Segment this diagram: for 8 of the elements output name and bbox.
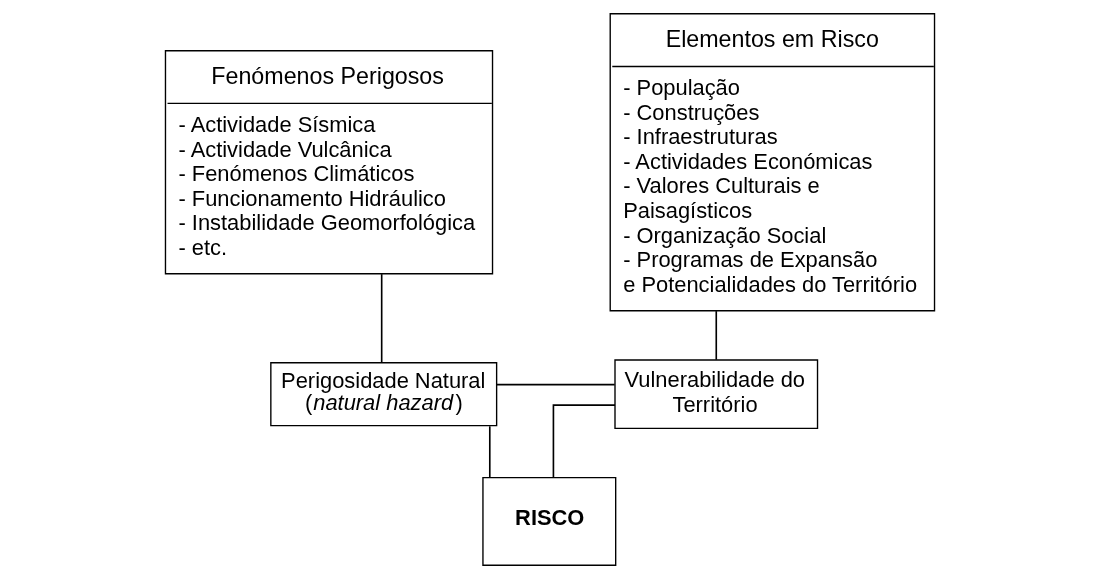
connector xyxy=(380,273,383,364)
node-box: Vulnerabilidade do Território xyxy=(614,359,819,430)
connector xyxy=(715,310,718,361)
node-box: Perigosidade Natural (natural hazard) xyxy=(270,362,498,427)
node-box: RISCO xyxy=(482,476,617,566)
connector xyxy=(495,383,616,386)
connector xyxy=(552,404,616,479)
connector xyxy=(488,425,491,479)
